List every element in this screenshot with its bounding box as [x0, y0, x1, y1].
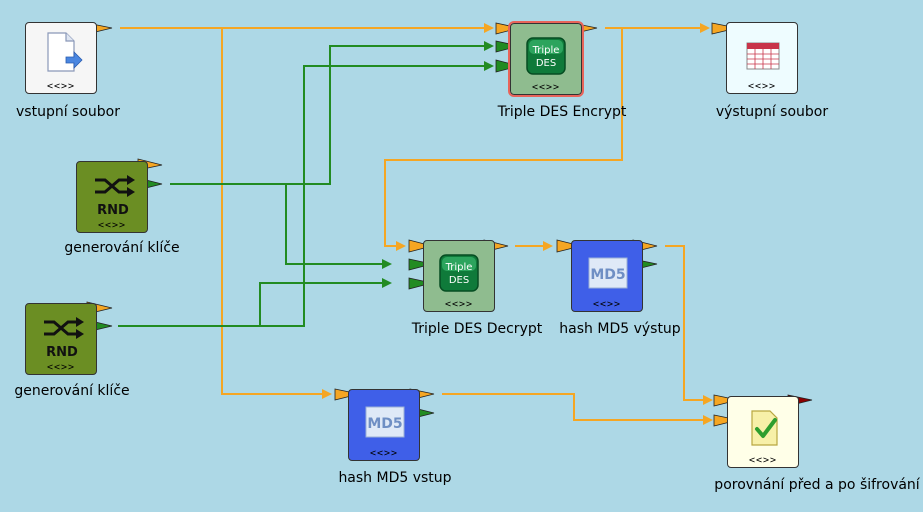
- port-in-key[interactable]: [495, 59, 521, 73]
- node-label: hash MD5 výstup: [559, 321, 681, 337]
- arrowhead: [703, 395, 713, 405]
- node-label: porovnání před a po šifrování: [714, 477, 920, 493]
- arrowhead: [382, 278, 392, 288]
- node-icon-text: RND: [46, 345, 78, 360]
- edge-hash-in-to-compare[interactable]: [442, 393, 703, 421]
- node-handle: <<>>: [748, 455, 778, 466]
- node-icon-text: Triple: [445, 262, 473, 273]
- node-label: generování klíče: [64, 240, 180, 256]
- data-edges: [120, 27, 703, 421]
- node-icon-text: RND: [97, 203, 129, 218]
- md5-icon: MD5: [365, 406, 405, 438]
- node-handle: <<>>: [369, 448, 399, 459]
- node-handle: <<>>: [46, 81, 76, 92]
- port-in-key[interactable]: [408, 277, 433, 290]
- node-hash-md5-output[interactable]: MD5 <<>>: [571, 240, 643, 312]
- node-input-file[interactable]: <<>>: [25, 22, 97, 94]
- node-icon-text: MD5: [367, 416, 402, 432]
- port-in[interactable]: [711, 22, 738, 35]
- node-keygen-2[interactable]: RND <<>>: [25, 303, 97, 375]
- arrowhead: [322, 389, 332, 399]
- key-edges: [118, 45, 484, 327]
- edge-hash-out-to-compare[interactable]: [665, 245, 703, 401]
- node-label: Triple DES Decrypt: [411, 321, 543, 337]
- ports: [86, 22, 813, 427]
- node-handle: <<>>: [592, 299, 622, 310]
- node-compare[interactable]: <<>>: [727, 396, 799, 468]
- file-import-icon: [47, 32, 83, 72]
- node-handle: <<>>: [46, 362, 76, 373]
- edge-key1-to-encrypt[interactable]: [170, 45, 484, 185]
- shuffle-icon: RND: [95, 175, 135, 218]
- node-label: hash MD5 vstup: [338, 470, 452, 486]
- node-label: Triple DES Encrypt: [497, 104, 627, 120]
- node-hash-md5-input[interactable]: MD5 <<>>: [348, 389, 420, 461]
- node-triple-des-decrypt[interactable]: Triple DES <<>>: [423, 240, 495, 312]
- arrowhead: [484, 41, 494, 51]
- node-label: generování klíče: [14, 383, 130, 399]
- node-handle: <<>>: [444, 299, 474, 310]
- arrowhead: [382, 259, 392, 269]
- port-in[interactable]: [713, 394, 739, 407]
- node-keygen-1[interactable]: RND <<>>: [76, 161, 148, 233]
- node-icon-text: Triple: [532, 45, 560, 56]
- port-in[interactable]: [713, 414, 739, 427]
- port-in-key[interactable]: [495, 40, 520, 53]
- port-in[interactable]: [334, 388, 360, 401]
- node-handle: <<>>: [531, 82, 561, 93]
- port-in[interactable]: [408, 239, 434, 253]
- spreadsheet-icon: [746, 42, 780, 70]
- edge-key1-to-decrypt[interactable]: [285, 184, 382, 265]
- port-in-key[interactable]: [408, 258, 433, 271]
- checkmark-document-icon: [751, 410, 778, 446]
- port-in[interactable]: [556, 239, 582, 253]
- node-handle: <<>>: [747, 81, 777, 92]
- node-label: výstupní soubor: [715, 104, 829, 120]
- node-icon-text: DES: [536, 58, 556, 69]
- arrowhead: [543, 241, 553, 251]
- edge-encrypt-to-decrypt[interactable]: [384, 28, 623, 247]
- arrowhead: [484, 61, 494, 71]
- node-label: vstupní soubor: [16, 104, 120, 120]
- node-handle: <<>>: [97, 220, 127, 231]
- arrowhead: [703, 415, 713, 425]
- triple-des-icon: Triple DES: [526, 37, 566, 75]
- key-edge-arrows: [382, 41, 494, 288]
- node-triple-des-encrypt[interactable]: Triple DES <<>>: [508, 21, 584, 97]
- node-output-file[interactable]: <<>>: [726, 22, 798, 94]
- arrowhead: [396, 241, 406, 251]
- md5-icon: MD5: [588, 257, 628, 289]
- data-edge-arrows: [322, 23, 713, 425]
- node-icon-text: DES: [449, 275, 469, 286]
- node-icon-text: MD5: [590, 267, 625, 283]
- shuffle-icon: RND: [44, 317, 84, 360]
- port-in[interactable]: [495, 22, 520, 35]
- edge-key2-to-decrypt[interactable]: [259, 282, 382, 326]
- arrowhead: [700, 23, 710, 33]
- arrowhead: [484, 23, 494, 33]
- edge-key2-to-encrypt[interactable]: [118, 65, 484, 327]
- edge-input-to-hash-in[interactable]: [221, 28, 322, 395]
- triple-des-icon: Triple DES: [439, 254, 479, 292]
